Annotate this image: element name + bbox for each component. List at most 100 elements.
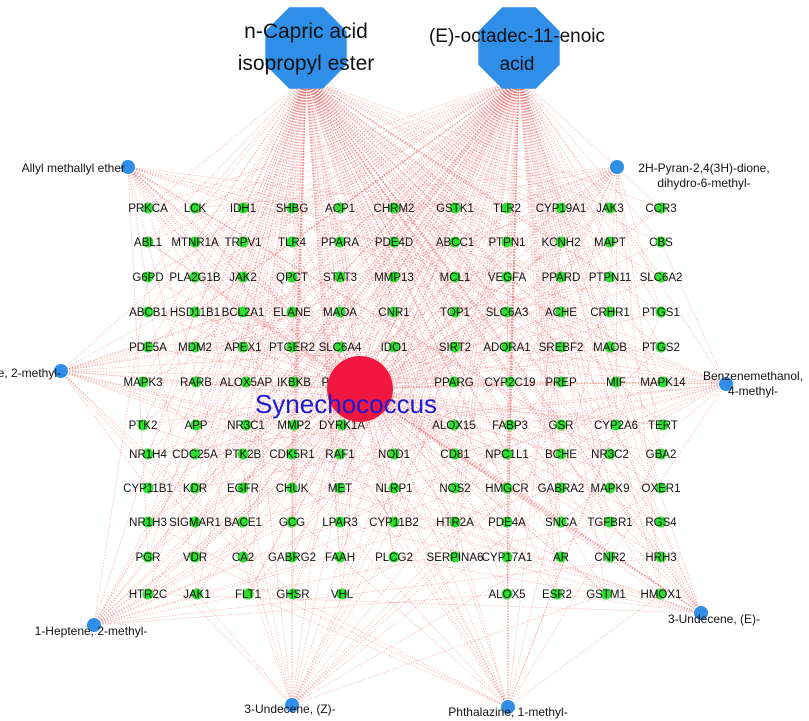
target-node[interactable]: APP [184, 419, 208, 433]
target-node[interactable]: CBS [649, 236, 673, 250]
compound-node-small[interactable]: Benzenemethanol,4-methyl- [703, 369, 803, 398]
target-node[interactable]: APEX1 [224, 341, 262, 355]
target-node[interactable]: CRHR1 [590, 306, 630, 320]
target-node[interactable]: IKBKB [277, 376, 311, 390]
target-node[interactable]: JAK1 [183, 588, 211, 602]
target-node[interactable]: PLA2G1B [169, 271, 221, 285]
target-node[interactable]: KCNH2 [542, 236, 581, 250]
target-node[interactable]: SREBF2 [539, 341, 584, 355]
target-node[interactable]: GABRA2 [538, 482, 585, 496]
target-node[interactable]: VHL [331, 588, 354, 602]
target-node[interactable]: SLC6A4 [319, 341, 362, 355]
target-node[interactable]: ALOX5 [488, 588, 526, 602]
target-node[interactable]: PGR [136, 551, 161, 565]
target-node[interactable]: JAK2 [229, 271, 257, 285]
target-node[interactable]: HSD11B1 [170, 306, 220, 320]
target-node[interactable]: CDC25A [172, 448, 218, 462]
target-node[interactable]: GBA2 [646, 448, 677, 462]
target-node[interactable]: ACHE [545, 306, 577, 320]
target-node[interactable]: CYP17A1 [482, 551, 533, 565]
target-node[interactable]: PDE4A [488, 516, 526, 530]
target-node[interactable]: ACP1 [325, 202, 355, 216]
target-node[interactable]: BCL2A1 [222, 306, 265, 320]
target-node[interactable]: CYP2C19 [484, 376, 536, 390]
target-node[interactable]: NPC1L1 [485, 448, 529, 462]
target-node[interactable]: VEGFA [488, 271, 527, 285]
target-node[interactable]: PPARA [321, 236, 359, 250]
target-node[interactable]: CCR3 [645, 202, 677, 216]
target-node[interactable]: CNR1 [378, 306, 410, 320]
target-node[interactable]: CYP11B2 [369, 516, 419, 530]
target-node[interactable]: PDE5A [129, 341, 167, 355]
target-node[interactable]: ADORA1 [483, 341, 531, 355]
target-node[interactable]: NOD1 [378, 448, 410, 462]
target-node[interactable]: HTR2C [129, 588, 167, 602]
compound-node-small[interactable]: Phthalazine, 1-methyl- [448, 700, 568, 719]
target-node[interactable]: GHSR [276, 588, 310, 602]
target-node[interactable]: SLC6A2 [640, 271, 683, 285]
hub-node[interactable]: Synechococcus [255, 356, 437, 422]
target-node[interactable]: DYRK1A [319, 419, 365, 433]
target-node[interactable]: TOP1 [440, 306, 470, 320]
target-node[interactable]: MIF [606, 376, 626, 390]
target-node[interactable]: NR3C2 [591, 448, 629, 462]
target-node[interactable]: MET [328, 482, 352, 496]
target-node[interactable]: BACE1 [224, 516, 262, 530]
target-node[interactable]: HRH3 [645, 551, 677, 565]
target-node[interactable]: CYP19A1 [536, 202, 587, 216]
compound-node-small[interactable]: Undecane, 2-methyl- [0, 364, 68, 380]
target-node[interactable]: TGFBR1 [587, 516, 633, 530]
target-node[interactable]: MDM2 [178, 341, 212, 355]
target-node[interactable]: TRPV1 [224, 236, 262, 250]
target-node[interactable]: PTGS2 [642, 341, 680, 355]
target-node[interactable]: ABCB1 [129, 306, 167, 320]
target-node[interactable]: SERPINA6 [427, 551, 484, 565]
target-node[interactable]: CNR2 [594, 551, 626, 565]
target-node[interactable]: STAT3 [323, 271, 357, 285]
target-node[interactable]: MAPT [594, 236, 626, 250]
target-node[interactable]: GCG [279, 516, 305, 530]
target-node[interactable]: RAF1 [325, 448, 355, 462]
target-node[interactable]: GABRG2 [268, 551, 316, 565]
target-node[interactable]: FABP3 [492, 419, 528, 433]
target-node[interactable]: PTGER2 [269, 341, 315, 355]
target-node[interactable]: CD81 [440, 448, 470, 462]
target-node[interactable]: MCL1 [440, 271, 471, 285]
target-node[interactable]: CHRM2 [374, 202, 415, 216]
target-node[interactable]: PTK2 [129, 419, 158, 433]
target-node[interactable]: MAOA [323, 306, 357, 320]
target-node[interactable]: GSR [549, 419, 574, 433]
target-node[interactable]: NR1H3 [129, 516, 167, 530]
target-node[interactable]: FAAH [325, 551, 355, 565]
target-node[interactable]: RARB [180, 376, 212, 390]
target-node[interactable]: EGFR [227, 482, 259, 496]
target-node[interactable]: CDK5R1 [269, 448, 315, 462]
target-node[interactable]: PREP [545, 376, 577, 390]
target-node[interactable]: MAPK9 [591, 482, 630, 496]
target-node[interactable]: QPCT [276, 271, 308, 285]
target-node[interactable]: PDE4D [375, 236, 413, 250]
target-node[interactable]: MMP13 [374, 271, 414, 285]
target-node[interactable]: MMP2 [277, 419, 311, 433]
target-node[interactable]: FLT1 [235, 588, 261, 602]
target-node[interactable]: HTR2A [436, 516, 474, 530]
target-node[interactable]: ABCC1 [436, 236, 474, 250]
target-node[interactable]: MAPK3 [124, 376, 163, 390]
target-node[interactable]: PPARD [542, 271, 581, 285]
target-node[interactable]: RGS4 [645, 516, 677, 530]
target-node[interactable]: SIGMAR1 [169, 516, 221, 530]
target-node[interactable]: GSTK1 [436, 202, 474, 216]
target-node[interactable]: HMOX1 [641, 588, 682, 602]
compound-node-small[interactable]: 2H-Pyran-2,4(3H)-dione,dihydro-6-methyl- [610, 160, 770, 190]
compound-node-small[interactable]: 3-Undecene, (E)- [668, 606, 760, 626]
target-node[interactable]: MAOB [593, 341, 627, 355]
target-node[interactable]: PLCG2 [375, 551, 413, 565]
compound-node-small[interactable]: Allyl methallyl ether [22, 160, 135, 175]
target-node[interactable]: CYP11B1 [123, 482, 173, 496]
target-node[interactable]: ESR2 [542, 588, 572, 602]
target-node[interactable]: MAPK14 [640, 376, 686, 390]
target-node[interactable]: PTGS1 [642, 306, 680, 320]
target-node[interactable]: IDH1 [230, 202, 256, 216]
target-node[interactable]: BCHE [545, 448, 577, 462]
target-node[interactable]: AR [553, 551, 569, 565]
